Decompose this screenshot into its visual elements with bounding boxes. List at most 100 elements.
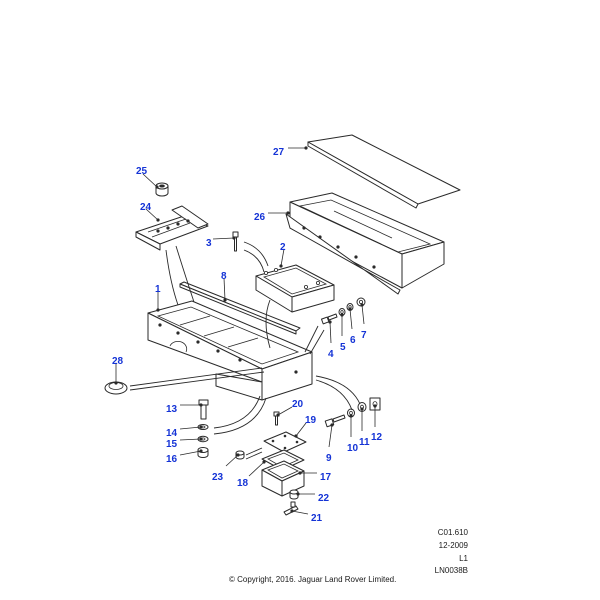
callout-18: 18	[237, 460, 266, 489]
callout-leader-dot	[262, 460, 266, 464]
callout-number: 3	[206, 238, 212, 249]
callout-21: 21	[290, 509, 323, 524]
callout-leader-dot	[304, 146, 308, 150]
part-9-bolt	[324, 414, 346, 428]
callout-number: 25	[136, 166, 148, 177]
callout-number: 14	[166, 428, 178, 439]
callout-leader-dot	[298, 471, 302, 475]
callout-leader-dot	[360, 407, 364, 411]
callout-number: 18	[237, 478, 249, 489]
callout-leader-line	[291, 510, 309, 515]
callout-leader-line	[248, 461, 265, 477]
callout-leader-dot	[290, 509, 294, 513]
callout-number: 17	[320, 472, 332, 483]
callout-leader-dot	[340, 313, 344, 317]
diagram-reference: LN0038B	[434, 566, 468, 575]
callout-leader-dot	[155, 185, 159, 189]
callout-leader-line	[179, 426, 202, 430]
callout-number: 22	[318, 493, 330, 504]
callout-leader-dot	[232, 236, 236, 240]
callout-leader-dot	[114, 381, 118, 385]
part-17-housing	[261, 460, 305, 497]
callout-number: 6	[350, 335, 356, 346]
part-1-base-frame	[147, 300, 313, 401]
callout-11: 11	[359, 407, 370, 448]
callout-leader-line	[212, 237, 235, 240]
callout-leader-dot	[223, 298, 227, 302]
callout-10: 10	[347, 414, 359, 454]
callout-5: 5	[340, 313, 346, 353]
callout-number: 23	[212, 472, 224, 483]
callout-leader-dot	[199, 403, 203, 407]
diagram-date: 12-2009	[438, 541, 468, 550]
callout-leader-line	[223, 277, 226, 301]
part-22-nut	[289, 489, 299, 500]
callout-2: 2	[279, 242, 286, 268]
callout-number: 24	[140, 202, 152, 213]
callout-number: 26	[254, 212, 266, 223]
callout-8: 8	[221, 271, 227, 302]
callout-leader-dot	[156, 308, 160, 312]
callout-leader-dot	[294, 434, 298, 438]
callout-1: 1	[155, 284, 161, 312]
callout-number: 13	[166, 404, 178, 415]
callout-leader-dot	[236, 453, 240, 457]
callout-24: 24	[140, 202, 160, 222]
callout-14: 14	[166, 425, 203, 439]
diagram-code: C01.610	[437, 528, 468, 537]
assembly-arrows	[129, 241, 361, 460]
callout-3: 3	[206, 236, 236, 249]
part-19-cover-plate	[263, 431, 307, 453]
callout-leader-dot	[199, 425, 203, 429]
callout-leader-dot	[276, 413, 280, 417]
callout-17: 17	[298, 471, 332, 483]
part-4-bolt	[320, 313, 338, 325]
callout-number: 20	[292, 399, 304, 410]
callout-number: 8	[221, 271, 227, 282]
callout-number: 21	[311, 513, 323, 524]
callout-leader-line	[349, 308, 353, 330]
callout-27: 27	[273, 146, 308, 158]
callout-leader-dot	[328, 320, 332, 324]
callout-leader-dot	[279, 264, 283, 268]
callout-leader-line	[329, 321, 332, 344]
diagram-level: L1	[459, 554, 468, 563]
callout-28: 28	[112, 356, 124, 385]
part-26-tray	[285, 192, 445, 295]
callout-leader-line	[142, 173, 158, 188]
callout-number: 11	[359, 437, 370, 448]
callout-19: 19	[294, 415, 317, 438]
part-24-bracket	[135, 205, 209, 251]
callout-leader-dot	[156, 218, 160, 222]
callout-9: 9	[326, 423, 334, 464]
callout-leader-dot	[360, 303, 364, 307]
callout-number: 19	[305, 415, 317, 426]
callout-number: 16	[166, 454, 178, 465]
part-13-bolt	[198, 399, 209, 420]
callout-leader-dot	[296, 492, 300, 496]
callout-number: 7	[361, 330, 367, 341]
callout-23: 23	[212, 453, 240, 483]
callout-leader-line	[179, 438, 202, 441]
callout-number: 5	[340, 342, 346, 353]
part-25-grommet	[155, 182, 169, 197]
callout-number: 27	[273, 147, 285, 158]
part-27-cover-plate	[307, 134, 461, 209]
callout-26: 26	[254, 211, 290, 223]
callout-leader-dot	[349, 414, 353, 418]
copyright-notice: © Copyright, 2016. Jaguar Land Rover Lim…	[229, 575, 397, 584]
part-16-nut	[197, 447, 209, 458]
callout-leader-line	[145, 208, 159, 221]
callout-leader-dot	[199, 449, 203, 453]
part-2-box-bracket	[255, 264, 335, 313]
callout-leader-dot	[199, 437, 203, 441]
callout-20: 20	[276, 399, 304, 417]
callout-leader-line	[328, 424, 333, 448]
callout-number: 9	[326, 453, 332, 464]
part-21-clip	[283, 501, 299, 516]
callout-4: 4	[328, 320, 334, 360]
callout-7: 7	[360, 303, 367, 341]
callout-number: 1	[155, 284, 161, 295]
callout-number: 10	[347, 443, 359, 454]
